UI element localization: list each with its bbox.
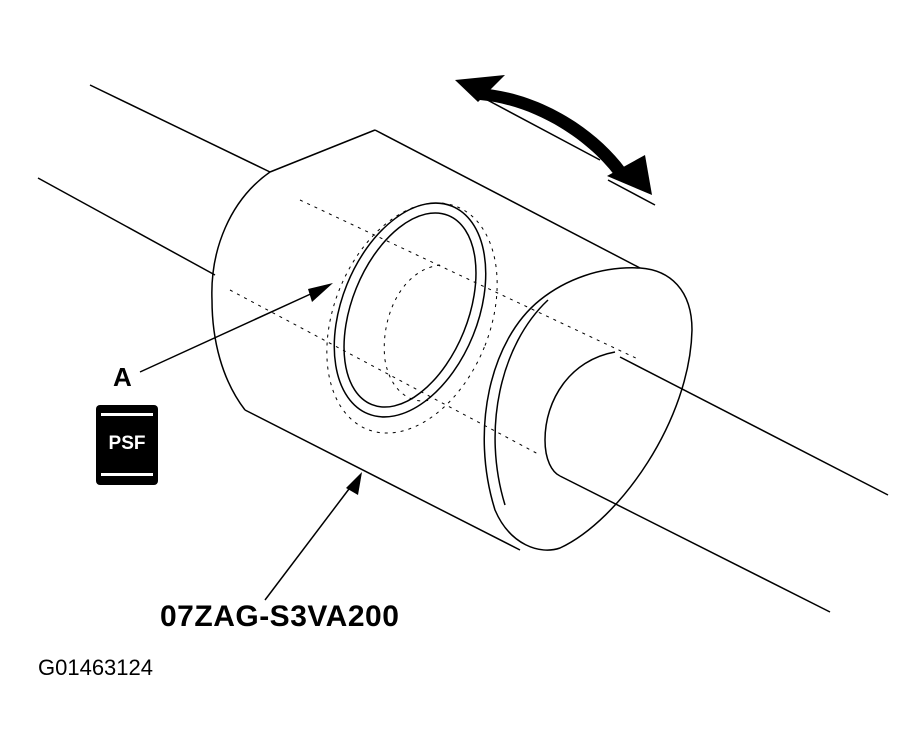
- right-ring-outer: [483, 267, 693, 551]
- shaft-upper-right-line: [619, 356, 889, 496]
- shaft-bore: [544, 351, 616, 477]
- psf-label: PSF: [108, 433, 146, 454]
- tool-leader: [264, 484, 353, 601]
- shaft-lower-right-line: [559, 475, 831, 613]
- psf-bottom-band: [101, 473, 153, 476]
- seal-ring-outer: [333, 202, 487, 418]
- rotation-arrow-icon: [455, 75, 652, 195]
- psf-container-icon: PSF: [96, 405, 158, 485]
- shaft-lower-left-line: [37, 177, 216, 276]
- tool-number-label: 07ZAG-S3VA200: [160, 600, 400, 633]
- seal-ring-inner: [343, 212, 477, 408]
- left-cylinder-end: [211, 171, 271, 411]
- figure-id-label: G01463124: [38, 655, 153, 680]
- callout-a-label: A: [113, 362, 132, 392]
- psf-top-band: [101, 413, 153, 416]
- shaft-upper-left-line: [89, 84, 271, 173]
- tool-arrowhead: [346, 472, 362, 495]
- callout-a-arrowhead: [308, 283, 333, 302]
- callout-a-leader: [139, 291, 316, 373]
